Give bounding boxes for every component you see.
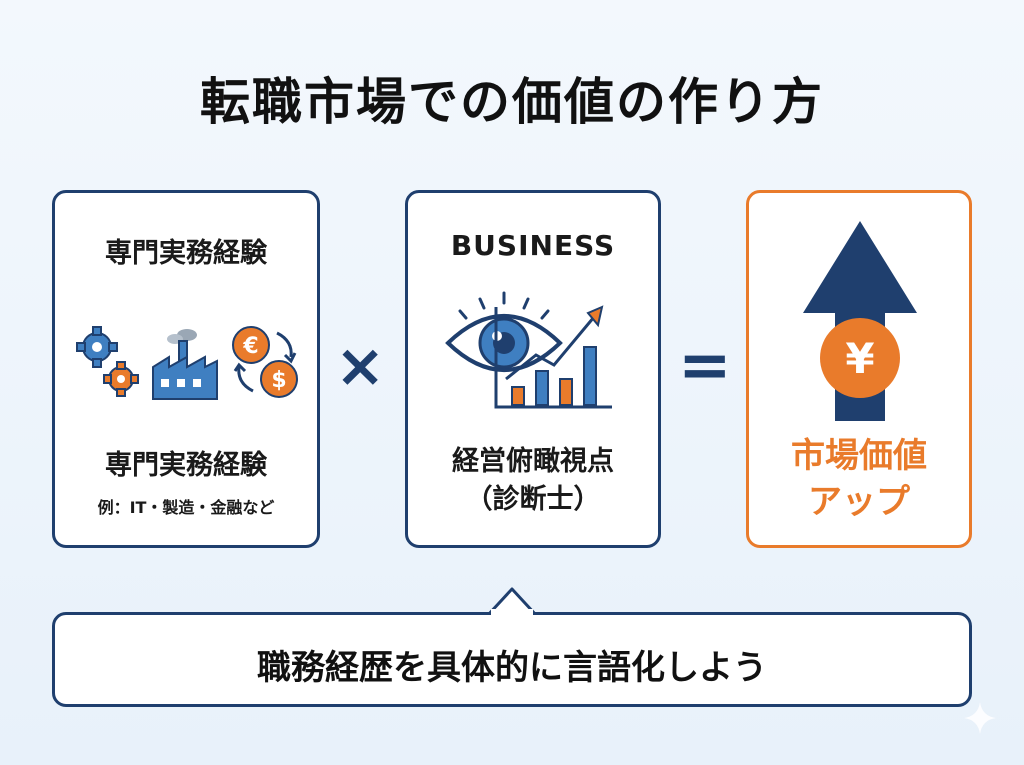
gears-icon	[76, 326, 139, 397]
business-label: 経営俯瞰視点 （診断士）	[452, 446, 614, 515]
market-value-label: 市場価値 アップ	[791, 436, 927, 522]
currency-exchange-icon: € $	[232, 326, 298, 398]
yen-coin-icon: ¥	[820, 318, 900, 398]
business-heading: BUSINESS	[450, 229, 616, 262]
callout-tail-mask	[491, 609, 533, 619]
callout-box: 職務経歴を具体的に言語化しよう	[52, 612, 972, 707]
expertise-label: 専門実務経験	[105, 450, 267, 481]
growth-chart-icon	[494, 305, 612, 409]
business-card: BUSINESS 経営俯瞰視点 （診断士）	[405, 190, 661, 548]
expertise-card: 専門実務経験 € $ 専門実務経験 例：I	[52, 190, 320, 548]
expertise-example: 例：IT・製造・金融など	[97, 498, 275, 517]
sparkle-icon	[964, 702, 996, 734]
svg-text:€: €	[242, 334, 258, 359]
svg-text:¥: ¥	[845, 334, 874, 383]
factory-icon	[152, 329, 218, 400]
expertise-heading: 専門実務経験	[105, 238, 267, 269]
market-value-card: ¥ 市場価値 アップ	[746, 190, 972, 548]
equals-operator: =	[678, 329, 732, 403]
times-operator: ×	[335, 331, 386, 401]
callout-text: 職務経歴を具体的に言語化しよう	[257, 648, 767, 688]
page-title: 転職市場での価値の作り方	[200, 73, 824, 131]
svg-text:$: $	[271, 368, 286, 393]
